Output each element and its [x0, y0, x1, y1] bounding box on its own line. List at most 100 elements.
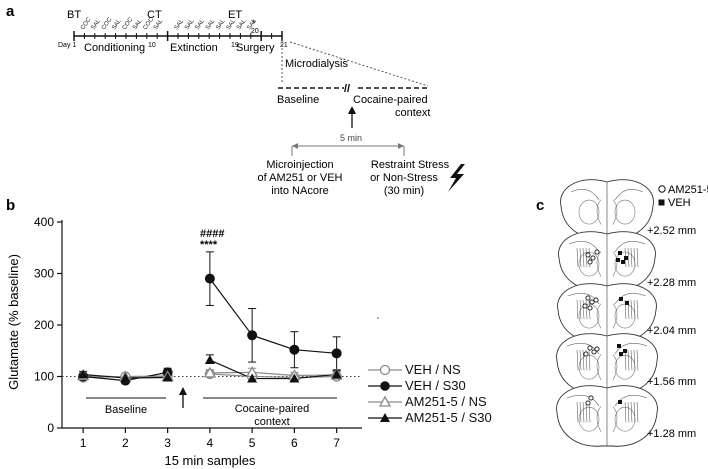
- legend-am251-label: AM251-5: [668, 184, 708, 196]
- level-2-04: +2.04 mm: [647, 325, 696, 337]
- data-point: [203, 366, 216, 378]
- microdialysis-label: Microdialysis: [285, 58, 348, 70]
- atlas-ventricle: [612, 303, 618, 329]
- placement-am251: [594, 346, 600, 352]
- placement-am251: [589, 299, 595, 305]
- cocaine-period-label-1: Cocaine-paired: [235, 403, 310, 415]
- atlas-ventricle: [596, 303, 602, 329]
- legend-am251-marker: [658, 185, 666, 193]
- timeline-session-label: SAL: [215, 18, 227, 31]
- day-label-19: 19: [231, 42, 239, 49]
- atlas-ventricle: [612, 406, 618, 433]
- series-line: [209, 278, 337, 354]
- probe-track: [624, 349, 627, 371]
- probe-track: [582, 247, 585, 268]
- stress-line1: Restraint Stress: [371, 159, 450, 171]
- atlas-nucleus-outline: [578, 199, 600, 225]
- placement-am251: [585, 295, 591, 301]
- microinjection-line1: Microinjection: [266, 159, 333, 171]
- x-axis-title: 15 min samples: [164, 453, 256, 468]
- placement-am251: [587, 345, 593, 351]
- day-label-21: 21: [280, 42, 288, 49]
- placement-veh: [619, 297, 623, 301]
- cocaine-paired-line2: context: [395, 107, 430, 119]
- lightning-bolt-icon: [448, 164, 465, 192]
- brain-atlas-sections: [556, 179, 658, 447]
- atlas-ventricle: [612, 251, 618, 277]
- legend-am-s30-label: AM251-5 / S30: [405, 410, 492, 425]
- y-tick-label: 0: [47, 421, 54, 435]
- timeline-session-label: SAL: [247, 18, 259, 31]
- cocaine-period-label-2: context: [254, 416, 289, 428]
- timeline-session-label: SAL: [205, 18, 217, 31]
- atlas-contour: [614, 241, 646, 253]
- atlas-ventricle: [596, 251, 602, 277]
- y-tick-label: 100: [34, 370, 54, 384]
- placement-am251: [590, 255, 596, 261]
- placement-veh: [625, 301, 629, 305]
- legend-veh-marker: [658, 199, 665, 206]
- timeline-ticks: [73, 31, 283, 41]
- atlas-ventricle: [596, 354, 602, 381]
- timeline-session-label: SAL: [226, 18, 238, 31]
- timeline-session-label: SAL: [174, 18, 186, 31]
- placement-veh: [621, 260, 625, 264]
- panel-c-letter: c: [536, 197, 544, 214]
- data-point: [247, 330, 258, 341]
- probe-track: [582, 299, 585, 320]
- day-label-10: 10: [148, 42, 156, 49]
- placement-am251: [593, 297, 599, 303]
- placement-am251: [587, 259, 593, 265]
- probe-track: [636, 299, 639, 320]
- data-point: [289, 373, 300, 383]
- baseline-period-label: Baseline: [105, 404, 147, 416]
- phase-extinction: Extinction: [170, 42, 218, 54]
- x-tick-label: 1: [80, 436, 87, 450]
- placement-am251: [587, 305, 593, 311]
- legend-item-am-ns: AM251-5 / NS: [368, 394, 487, 409]
- level-2-28: +2.28 mm: [647, 277, 696, 289]
- legend-am-ns-label: AM251-5 / NS: [405, 394, 487, 409]
- placement-veh: [624, 256, 628, 260]
- y-axis-title: Glutamate (% baseline): [6, 254, 21, 390]
- timeline-session-label: SAL: [111, 18, 123, 31]
- probe-track: [579, 401, 582, 423]
- timeline-session-label: SAL: [195, 18, 207, 31]
- placement-veh: [616, 258, 620, 262]
- probe-track: [588, 401, 591, 423]
- stress-line2: or Non-Stress: [370, 172, 438, 184]
- probe-track: [630, 299, 633, 320]
- series-line: [209, 371, 337, 377]
- x-tick-label: 7: [333, 436, 340, 450]
- legend-veh-s30-symbol: [368, 380, 402, 391]
- legend-veh-ns-symbol: [368, 364, 402, 375]
- atlas-ventricle: [612, 199, 618, 225]
- probe-track: [579, 247, 582, 268]
- placement-veh: [618, 400, 622, 404]
- y-tick-label: 400: [34, 215, 54, 229]
- placement-am251: [591, 349, 597, 355]
- phase-surgery: Surgery: [236, 42, 275, 54]
- legend-item-veh-s30: VEH / S30: [368, 378, 466, 393]
- data-point: [78, 369, 89, 379]
- placement-am251: [594, 249, 600, 255]
- timeline-session-label: SAL: [236, 18, 248, 31]
- stage-bt: BT: [67, 9, 81, 21]
- interval-label: 5 min: [340, 133, 362, 143]
- probe-track: [579, 349, 582, 371]
- placement-am251: [585, 400, 591, 406]
- probe-track: [633, 247, 636, 268]
- probe-track: [576, 299, 579, 320]
- probe-track: [579, 299, 582, 320]
- series-line: [209, 359, 337, 380]
- stress-line3: (30 min): [384, 185, 424, 197]
- placement-am251: [583, 351, 589, 357]
- placement-am251: [585, 252, 591, 258]
- data-point: [331, 348, 342, 359]
- data-point: [331, 369, 342, 379]
- panel-b-letter: b: [6, 197, 15, 214]
- x-tick-label: 6: [291, 436, 298, 450]
- atlas-ventricle: [596, 199, 602, 225]
